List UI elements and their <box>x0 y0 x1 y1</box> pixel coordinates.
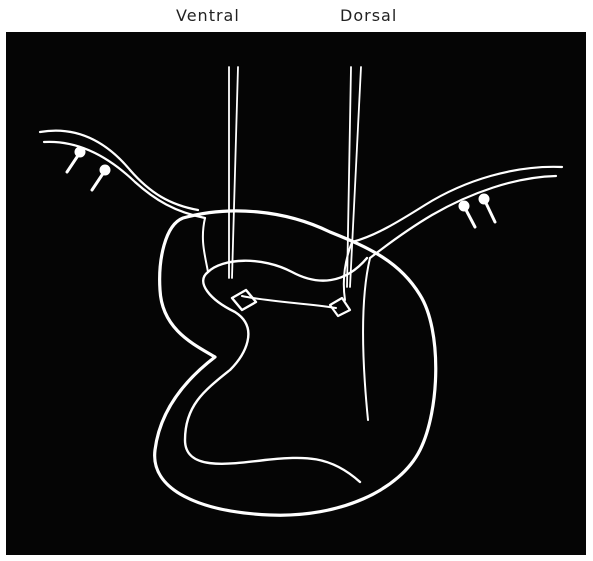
right-nerve-lower <box>370 176 556 258</box>
dorsal-electrode <box>347 67 361 287</box>
outer-outline <box>155 211 436 515</box>
left-arrow-1 <box>67 147 85 172</box>
left-arrow-2 <box>92 165 110 190</box>
right-arrow-2 <box>479 194 495 222</box>
ventral-neuron <box>232 290 256 310</box>
right-arrow-1 <box>459 201 475 227</box>
ventral-electrode <box>229 67 238 278</box>
inner-boundary <box>185 258 367 482</box>
left-nerve-branch <box>203 218 208 272</box>
right-nerve-branch <box>363 258 370 420</box>
